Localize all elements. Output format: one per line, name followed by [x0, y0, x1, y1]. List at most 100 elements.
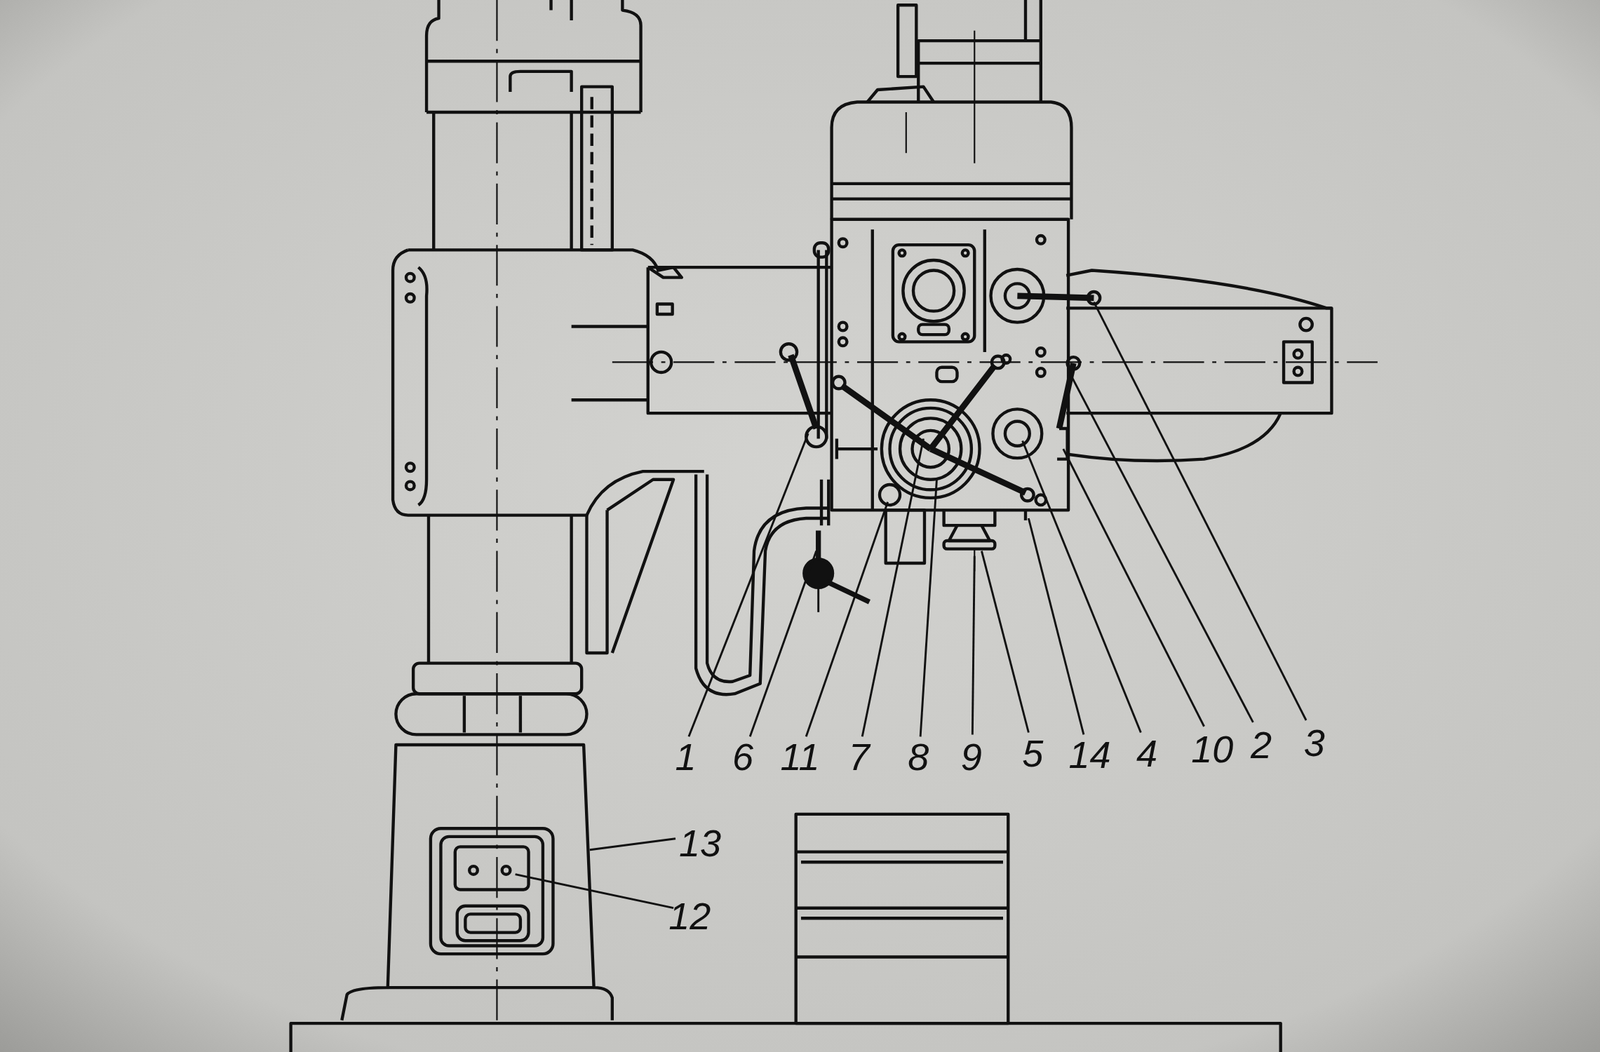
drawing-line — [392, 249, 705, 515]
callout-number: 9 — [959, 737, 984, 776]
drawing-line — [430, 828, 554, 954]
drawing-line — [406, 481, 415, 491]
drawing-line — [991, 356, 1004, 369]
drawing-line — [818, 530, 870, 602]
drawing-line — [831, 197, 1072, 200]
drawing-line — [657, 304, 673, 315]
drawing-line — [749, 551, 817, 738]
leader-lines — [515, 302, 1307, 909]
drawing-line — [981, 551, 1029, 734]
drawing-line — [805, 426, 827, 447]
drawing-line — [465, 913, 521, 933]
drawing-line — [920, 479, 937, 738]
drawing-line — [831, 182, 1072, 186]
drawing-line — [918, 324, 950, 336]
drawing-line — [469, 866, 478, 875]
drawing-line — [688, 433, 809, 737]
drawing-line — [796, 955, 1009, 959]
drawing-line — [1017, 296, 1094, 299]
callout-number: 12 — [667, 897, 712, 936]
drawing-line — [805, 502, 888, 738]
drawing-line — [879, 484, 900, 506]
drawing-line — [992, 408, 1042, 459]
callout-number: 6 — [730, 737, 755, 776]
drawing-line — [426, 0, 641, 113]
drawing-line — [341, 744, 613, 1021]
drawing-line — [905, 112, 907, 153]
drawing-line — [426, 59, 641, 63]
drawing-line — [949, 525, 990, 541]
drawing-line — [455, 846, 529, 890]
drawing-line — [944, 509, 996, 526]
drawing-line — [780, 343, 797, 360]
drawing-line — [818, 249, 828, 439]
drawing-line — [571, 326, 649, 401]
drawing-line — [495, 0, 498, 1021]
drawing-line — [589, 838, 676, 851]
drawing-line — [581, 86, 613, 251]
drawing-line — [972, 556, 975, 736]
drawing-line — [944, 540, 996, 550]
drawing-line — [433, 112, 571, 250]
drawing-line — [695, 474, 829, 695]
drawing-line — [897, 4, 917, 77]
drawing-line — [551, 0, 572, 21]
drawing-line — [1024, 509, 1027, 521]
callout-number: 8 — [906, 737, 931, 776]
drawing-line — [509, 71, 571, 92]
drawing-line — [607, 479, 675, 654]
drawing-line — [790, 354, 816, 429]
machine-outline — [291, 0, 1378, 1052]
drawing-line — [406, 273, 415, 282]
drawing-line — [1294, 367, 1303, 376]
drawing-line — [1025, 0, 1041, 41]
drawing-line — [1036, 347, 1046, 357]
drawing-line — [817, 586, 820, 612]
drawing-line — [801, 916, 1004, 920]
drawing-line — [502, 866, 511, 875]
drawing-line — [796, 850, 1009, 854]
drawing-line — [1066, 270, 1332, 462]
drawing-line — [918, 40, 1041, 102]
callout-number: 13 — [677, 824, 723, 863]
callout-number: 1 — [674, 737, 698, 776]
drawing-line — [418, 267, 427, 506]
drawing-line — [838, 338, 848, 347]
drawing-line — [892, 244, 975, 342]
drawing-line — [291, 1023, 1281, 1052]
drawing-line — [867, 86, 935, 103]
drawing-line — [1294, 350, 1303, 359]
drawing-line — [1069, 372, 1254, 723]
drawing-line — [406, 462, 415, 472]
drawing-line — [973, 30, 976, 164]
drawing-line — [899, 249, 906, 257]
drawing-line — [814, 242, 829, 257]
drawing-line — [440, 836, 543, 947]
drawing-line — [586, 509, 607, 654]
drawing-line — [406, 293, 415, 303]
callout-number: 7 — [847, 737, 872, 776]
drawing-line — [962, 249, 969, 257]
callout-number: 5 — [1020, 734, 1045, 773]
drawing-line — [832, 376, 845, 389]
drawing-line — [962, 333, 969, 341]
drawing-line — [707, 474, 829, 682]
drawing-line — [936, 367, 957, 382]
drawing-line — [913, 270, 954, 312]
callout-number: 14 — [1067, 735, 1113, 774]
drawing-line — [983, 229, 987, 353]
drawing-line — [1059, 363, 1074, 429]
drawing-line — [395, 693, 587, 735]
drawing-line — [462, 695, 466, 733]
drawing-line — [801, 860, 1004, 864]
drawing-line — [515, 874, 674, 909]
drawing-line — [426, 110, 641, 114]
drawing-line — [387, 986, 595, 990]
drawing-line — [1066, 306, 1332, 310]
drawing-line — [428, 515, 572, 664]
drawing-line — [796, 906, 1009, 910]
drawing-line — [862, 439, 924, 738]
callout-number: 2 — [1249, 725, 1274, 764]
drawing-line — [1036, 368, 1046, 377]
